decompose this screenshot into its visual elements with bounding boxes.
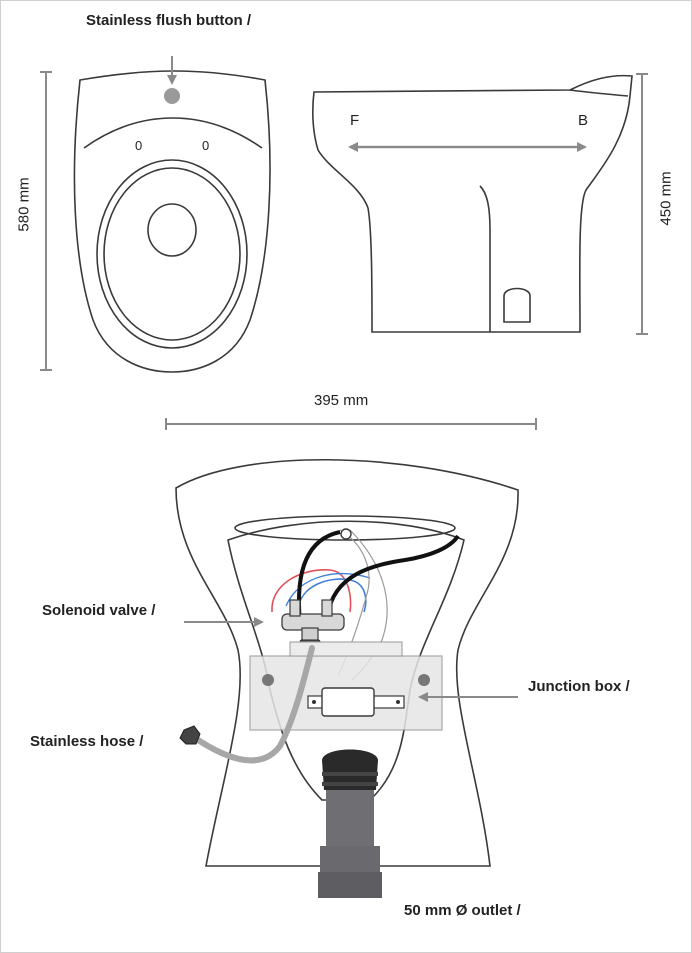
side-view-trap-line — [479, 185, 491, 332]
side-view-rim — [569, 89, 629, 97]
height-dimension-line — [636, 73, 648, 335]
seat-hole-right: 0 — [202, 138, 210, 153]
cold-water-pipe-2 — [285, 572, 371, 607]
width-dimension-label: 395 mm — [314, 392, 369, 409]
depth-dimension-line — [40, 71, 52, 371]
top-view — [73, 70, 271, 373]
seat-hole-left: 0 — [135, 138, 143, 153]
width-dimension-line — [165, 418, 537, 430]
cable-entry-point — [340, 528, 352, 540]
stainless-hose-label: Stainless hose / — [30, 733, 144, 750]
junction-box-label: Junction box / — [528, 678, 630, 695]
rear-view-outer-shell — [175, 458, 519, 867]
side-view-outline — [312, 74, 633, 333]
solenoid-valve-label: Solenoid valve / — [42, 602, 156, 619]
flush-button-icon — [164, 88, 180, 104]
rear-view-rim-opening — [234, 515, 456, 541]
front-marker: F — [350, 112, 360, 129]
stainless-hose — [189, 645, 315, 764]
side-view — [312, 74, 633, 333]
top-view-seat-ridge — [83, 117, 263, 149]
side-view-access-opening — [503, 287, 531, 323]
bowl-inner-rim — [103, 167, 241, 341]
depth-dimension-label: 580 mm — [15, 177, 33, 232]
top-view-outline — [73, 70, 271, 373]
drain-opening — [147, 203, 197, 257]
back-marker: B — [578, 112, 589, 129]
outlet-label: 50 mm Ø outlet / — [404, 902, 521, 919]
power-cable-right — [326, 534, 460, 615]
junction-box — [307, 687, 405, 717]
junction-box-panel — [249, 641, 443, 731]
hot-water-pipe — [271, 569, 352, 613]
height-dimension-label: 450 mm — [657, 171, 675, 226]
bowl-outer-rim — [96, 159, 248, 349]
flush-button-label: Stainless flush button / — [86, 12, 252, 29]
outlet-pipe — [318, 749, 382, 898]
hose-fitting — [179, 725, 201, 745]
